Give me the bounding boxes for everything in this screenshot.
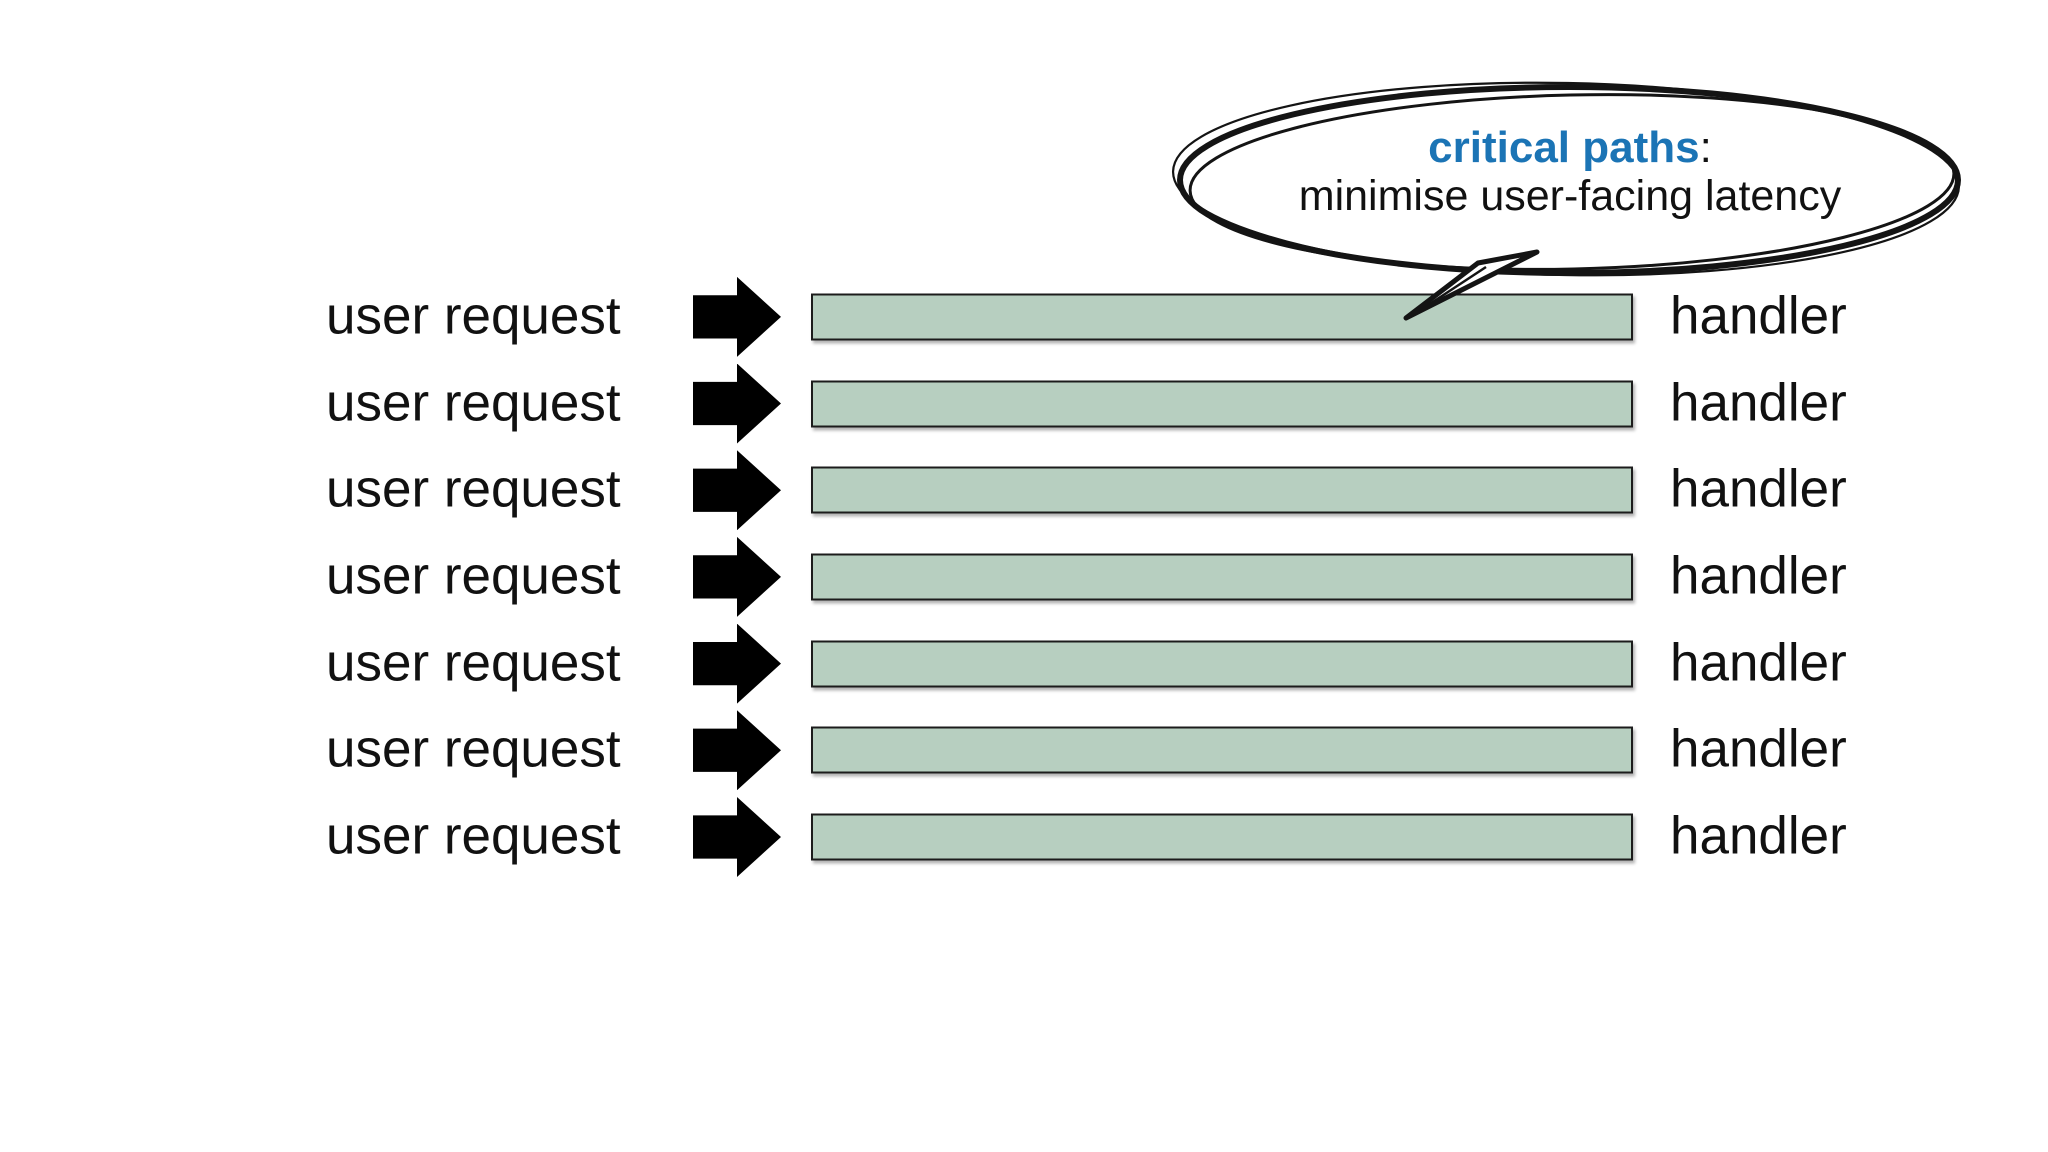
user-request-label: user request [326,459,621,519]
request-row: user request handler [0,794,2048,881]
request-row: user request handler [0,620,2048,707]
critical-path-bar [811,813,1633,861]
arrow-right-icon [693,536,781,617]
bubble-title: critical paths [1428,123,1700,172]
handler-label: handler [1670,806,1847,866]
arrow-right-icon [693,710,781,791]
request-rows: user request handler user request handle… [0,274,2048,881]
speech-bubble-outline-sketch [1171,81,1961,277]
user-request-label: user request [326,286,621,346]
speech-bubble-text: critical paths: minimise user-facing lat… [1179,123,1961,221]
request-row: user request handler [0,360,2048,447]
critical-path-bar [811,380,1633,428]
critical-path-bar [811,640,1633,688]
request-row: user request handler [0,447,2048,534]
critical-path-bar [811,726,1633,774]
user-request-label: user request [326,719,621,779]
bubble-title-line: critical paths: [1179,123,1961,172]
arrow-right-icon [693,363,781,444]
user-request-label: user request [326,633,621,693]
user-request-label: user request [326,372,621,432]
handler-label: handler [1670,719,1847,779]
bubble-title-colon: : [1699,123,1712,172]
request-row: user request handler [0,534,2048,621]
user-request-label: user request [326,806,621,866]
request-row: user request handler [0,274,2048,361]
handler-label: handler [1670,546,1847,606]
arrow-right-icon [693,623,781,704]
bubble-subtitle: minimise user-facing latency [1298,172,1842,220]
handler-label: handler [1670,286,1847,346]
arrow-right-icon [693,796,781,877]
request-row: user request handler [0,707,2048,794]
handler-label: handler [1670,633,1847,693]
speech-bubble-outline [1177,84,1961,276]
arrow-right-icon [693,450,781,531]
critical-path-bar [811,466,1633,514]
speech-bubble-outline-sketch [1188,93,1956,271]
handler-label: handler [1670,459,1847,519]
critical-path-bar [811,553,1633,601]
critical-path-bar [811,293,1633,341]
handler-label: handler [1670,372,1847,432]
user-request-label: user request [326,546,621,606]
arrow-right-icon [693,276,781,357]
